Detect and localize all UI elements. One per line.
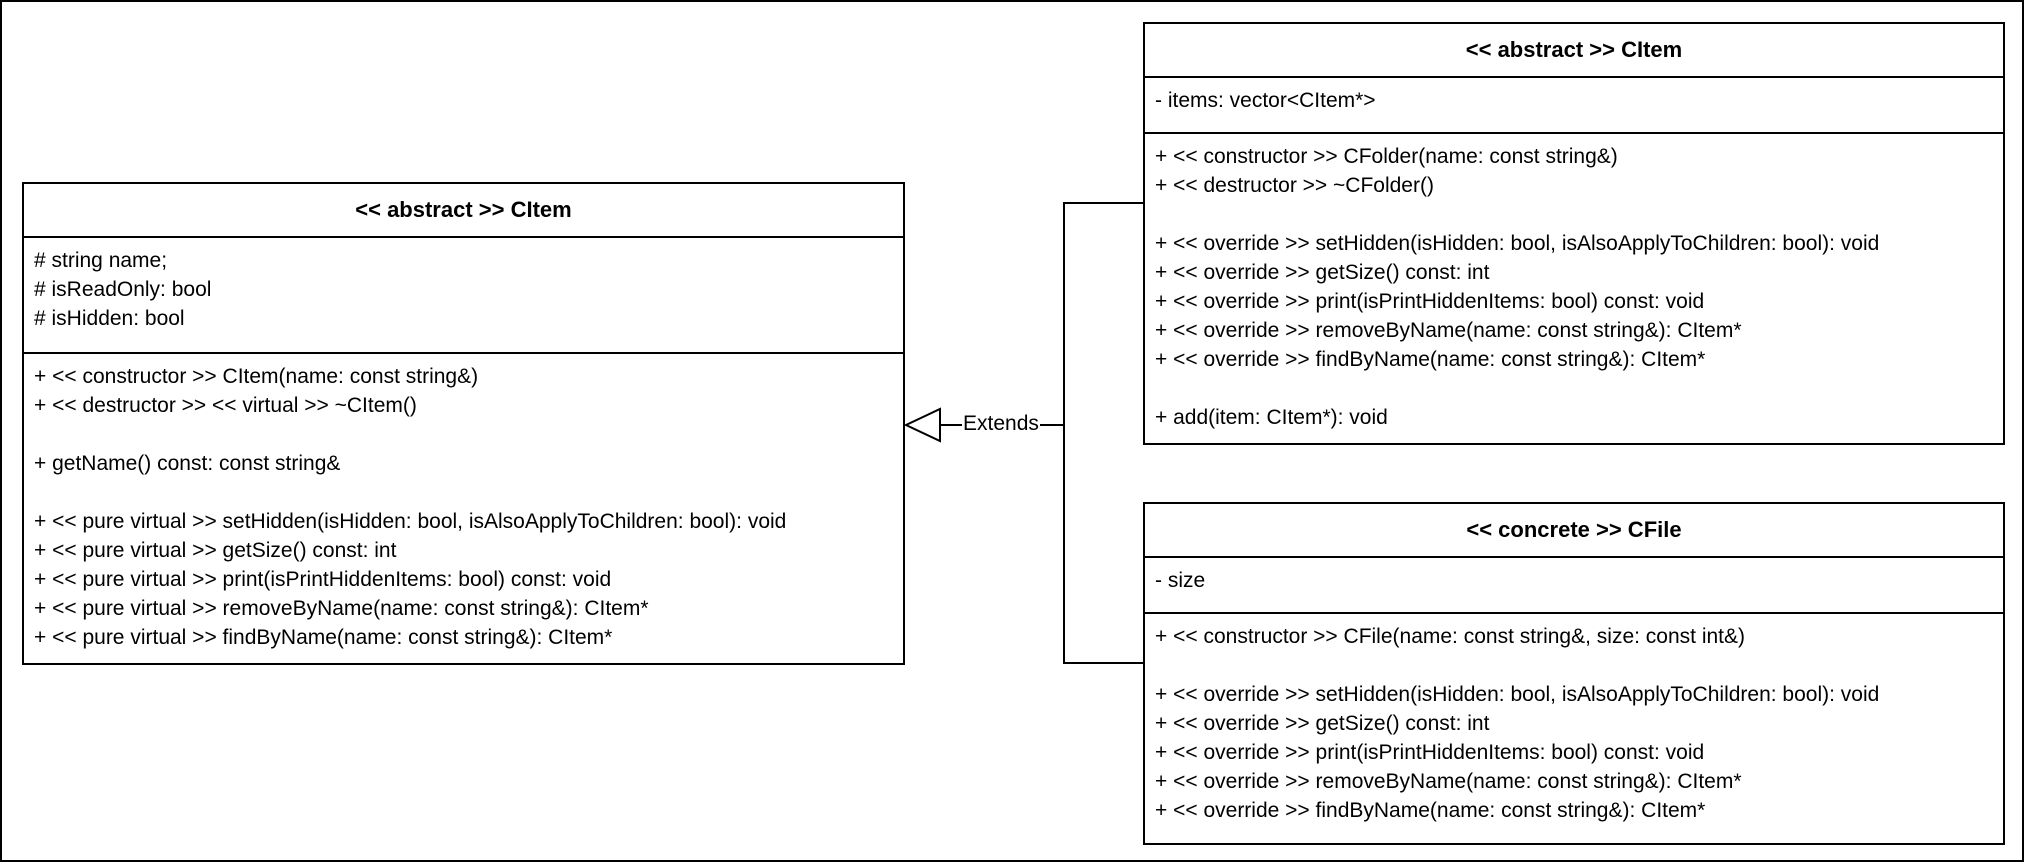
- method-line: + << override >> print(isPrintHiddenItem…: [1155, 741, 1705, 764]
- method-line: + << constructor >> CItem(name: const st…: [34, 365, 479, 388]
- method-line: + << destructor >> << virtual >> ~CItem(…: [34, 394, 417, 417]
- spacer: [1155, 374, 1993, 403]
- method-line: + << override >> setHidden(isHidden: boo…: [1155, 232, 1880, 255]
- methods-section: + << constructor >> CItem(name: const st…: [24, 354, 903, 658]
- method-line: + << pure virtual >> findByName(name: co…: [34, 626, 613, 649]
- method-line: + add(item: CItem*): void: [1155, 406, 1388, 429]
- class-title: << abstract >> CItem: [1145, 24, 2003, 78]
- method-line: + << override >> removeByName(name: cons…: [1155, 319, 1742, 342]
- method-line: + << override >> getSize() const: int: [1155, 261, 1490, 284]
- spacer: [34, 420, 893, 449]
- method-line: + << override >> print(isPrintHiddenItem…: [1155, 290, 1705, 313]
- class-citem[interactable]: << abstract >> CItem # string name; # isR…: [22, 182, 905, 665]
- method-line: + << pure virtual >> print(isPrintHidden…: [34, 568, 612, 591]
- class-title: << concrete >> CFile: [1145, 504, 2003, 558]
- method-line: + << override >> findByName(name: const …: [1155, 348, 1706, 371]
- attributes-section: - size: [1145, 558, 2003, 614]
- method-line: + << constructor >> CFile(name: const st…: [1155, 625, 1745, 648]
- method-line: + getName() const: const string&: [34, 452, 341, 475]
- attribute-line: - items: vector<CItem*>: [1155, 89, 1376, 112]
- method-line: + << pure virtual >> removeByName(name: …: [34, 597, 649, 620]
- attribute-line: # isReadOnly: bool: [34, 278, 212, 301]
- attribute-line: # string name;: [34, 249, 168, 272]
- spacer: [1155, 651, 1993, 680]
- spacer: [1155, 200, 1993, 229]
- attributes-section: # string name; # isReadOnly: bool # isHidd…: [24, 238, 903, 354]
- method-line: + << override >> getSize() const: int: [1155, 712, 1490, 735]
- inheritance-arrowhead: [903, 407, 941, 443]
- class-cfolder[interactable]: << abstract >> CItem - items: vector<CIt…: [1143, 22, 2005, 445]
- attribute-line: - size: [1155, 569, 1206, 592]
- class-title: << abstract >> CItem: [24, 184, 903, 238]
- attribute-line: # isHidden: bool: [34, 307, 185, 330]
- attributes-section: - items: vector<CItem*>: [1145, 78, 2003, 134]
- class-cfile[interactable]: << concrete >> CFile - size + << constru…: [1143, 502, 2005, 845]
- method-line: + << override >> setHidden(isHidden: boo…: [1155, 683, 1880, 706]
- connector-cfile: [1063, 425, 1143, 664]
- method-line: + << override >> findByName(name: const …: [1155, 799, 1706, 822]
- connector-cfolder: [1063, 202, 1143, 425]
- spacer: [34, 478, 893, 507]
- methods-section: + << constructor >> CFile(name: const st…: [1145, 614, 2003, 831]
- method-line: + << pure virtual >> setHidden(isHidden:…: [34, 510, 787, 533]
- method-line: + << constructor >> CFolder(name: const …: [1155, 145, 1618, 168]
- method-line: + << pure virtual >> getSize() const: in…: [34, 539, 397, 562]
- method-line: + << override >> removeByName(name: cons…: [1155, 770, 1742, 793]
- methods-section: + << constructor >> CFolder(name: const …: [1145, 134, 2003, 438]
- method-line: + << destructor >> ~CFolder(): [1155, 174, 1434, 197]
- extends-label: Extends: [962, 412, 1040, 436]
